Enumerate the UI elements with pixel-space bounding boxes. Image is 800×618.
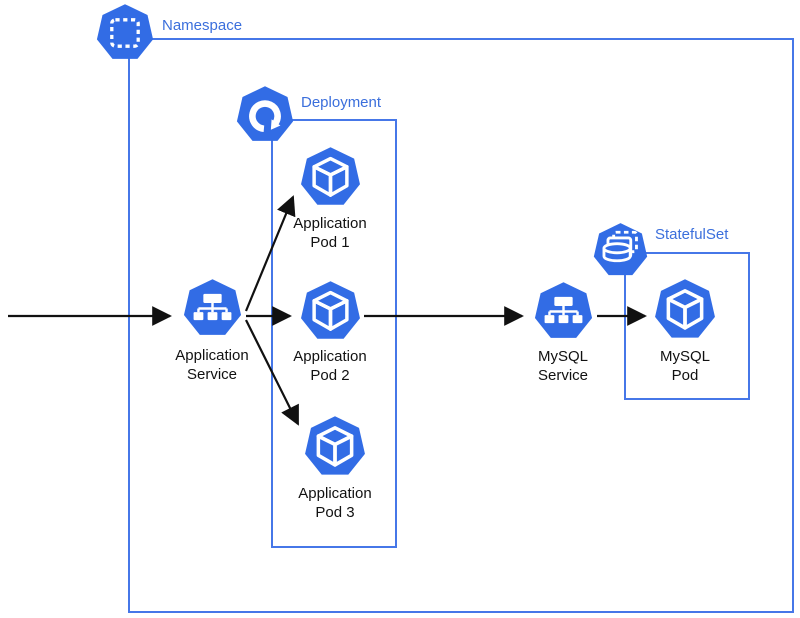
k8s-deployment-icon — [236, 86, 294, 141]
app-pod-3-label-line2: Pod 3 — [315, 504, 355, 521]
deployment-box — [271, 119, 397, 548]
deployment-label: Deployment — [301, 94, 382, 111]
mysql-pod-label: MySQL Pod — [620, 347, 750, 385]
edge-app-service-to-pod-3 — [245, 319, 299, 426]
k8s-service-icon — [534, 282, 593, 338]
app-pod-1-label-line2: Pod 1 — [310, 234, 350, 251]
app-pod-2-label: Application Pod 2 — [265, 347, 395, 385]
k8s-statefulset-icon — [593, 223, 648, 276]
app-pod-1-label-line1: Application — [293, 215, 367, 232]
app-pod-2-label-line2: Pod 2 — [310, 367, 350, 384]
mysql-pod-label-line1: MySQL — [659, 348, 710, 365]
k8s-pod-icon — [655, 279, 715, 338]
app-pod-1-label: Application Pod 1 — [265, 214, 395, 252]
app-pod-2-label-line1: Application — [293, 348, 367, 365]
app-service-label: Application Service — [147, 346, 277, 384]
namespace-box — [128, 38, 794, 613]
statefulset-label: StatefulSet — [655, 226, 729, 243]
k8s-namespace-icon — [96, 4, 154, 59]
app-service-label-line1: Application — [175, 347, 249, 364]
mysql-pod-label-line2: Pod — [671, 367, 699, 384]
edge-app-service-to-pod-1 — [244, 195, 296, 312]
app-pod-3-label: Application Pod 3 — [270, 484, 400, 522]
mysql-service-label: MySQL Service — [498, 347, 628, 385]
mysql-service-label-line2: Service — [537, 367, 589, 384]
statefulset-box — [624, 252, 750, 400]
k8s-pod-icon — [305, 416, 365, 475]
app-service-label-line2: Service — [186, 366, 238, 383]
k8s-pod-icon — [301, 147, 360, 205]
namespace-label: Namespace — [162, 17, 243, 34]
mysql-service-label-line1: MySQL — [537, 348, 588, 365]
app-pod-3-label-line1: Application — [298, 485, 372, 502]
k8s-service-icon — [183, 279, 242, 335]
k8s-pod-icon — [301, 281, 360, 339]
